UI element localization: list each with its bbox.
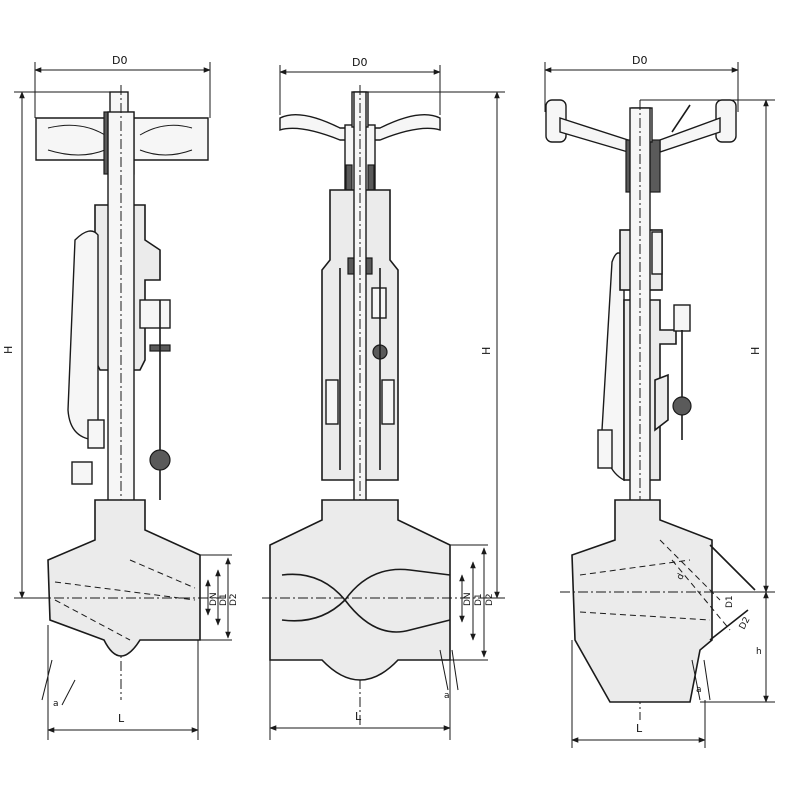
left-d0-label: D0 — [112, 54, 127, 67]
left-h-label: H — [2, 346, 15, 354]
middle-d2-label: D2 — [485, 593, 495, 606]
right-d2-label: D2 — [738, 616, 753, 632]
right-d0-label: D0 — [632, 54, 647, 67]
middle-d0-label: D0 — [352, 56, 367, 69]
left-dn-label: DN — [209, 592, 219, 606]
right-l-label: L — [636, 722, 643, 735]
left-l-label: L — [118, 712, 125, 725]
left-angle-label: a — [53, 699, 59, 709]
middle-h-label: H — [480, 347, 493, 355]
left-d2-label: D2 — [229, 593, 239, 606]
middle-l-label: L — [355, 710, 362, 723]
middle-dn-label: DN — [463, 592, 473, 606]
view-middle: D0 H DN D1 — [262, 56, 505, 740]
right-angle-label: a — [696, 685, 702, 695]
right-h-label: H — [749, 347, 762, 355]
middle-d1-label: D1 — [474, 593, 484, 606]
right-h-small-label: h — [756, 647, 762, 657]
view-right: D0 H h — [544, 54, 775, 748]
right-d1-label: D1 — [725, 595, 735, 608]
view-left: D0 H DN D1 D2 — [2, 54, 239, 740]
left-d1-label: D1 — [219, 593, 229, 606]
middle-angle-label: a — [444, 691, 450, 701]
right-d-label: d — [675, 572, 687, 582]
